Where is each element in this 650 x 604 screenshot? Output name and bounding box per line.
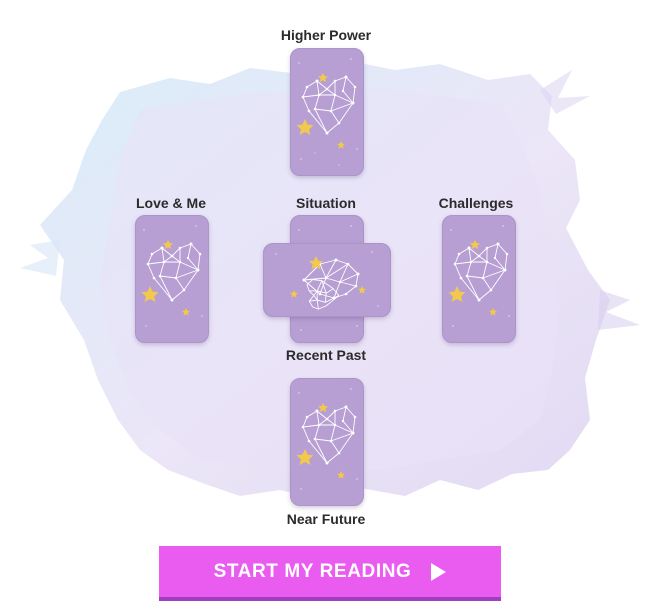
card-higher-power[interactable] xyxy=(290,48,364,176)
card-challenges[interactable] xyxy=(442,215,516,343)
constellation-heart-icon xyxy=(296,58,358,166)
position-label-recent-past: Recent Past xyxy=(285,347,367,363)
card-love-and-me[interactable] xyxy=(135,215,209,343)
constellation-heart-icon xyxy=(296,388,358,490)
position-label-love-and-me: Love & Me xyxy=(135,195,206,211)
constellation-heart-icon xyxy=(448,225,510,327)
card-challenges-crossing[interactable] xyxy=(263,243,391,317)
position-label-near-future: Near Future xyxy=(286,511,366,527)
constellation-heart-icon xyxy=(141,225,203,327)
constellation-heart-icon xyxy=(298,225,358,331)
position-label-higher-power: Higher Power xyxy=(280,27,372,43)
start-my-reading-label: START MY READING xyxy=(213,560,412,582)
start-my-reading-button[interactable]: START MY READING xyxy=(159,546,501,601)
card-near-future[interactable] xyxy=(290,378,364,506)
constellation-heart-icon xyxy=(275,251,379,310)
position-label-challenges: Challenges xyxy=(438,195,514,211)
position-label-situation: Situation xyxy=(296,195,356,211)
play-icon xyxy=(431,562,447,581)
